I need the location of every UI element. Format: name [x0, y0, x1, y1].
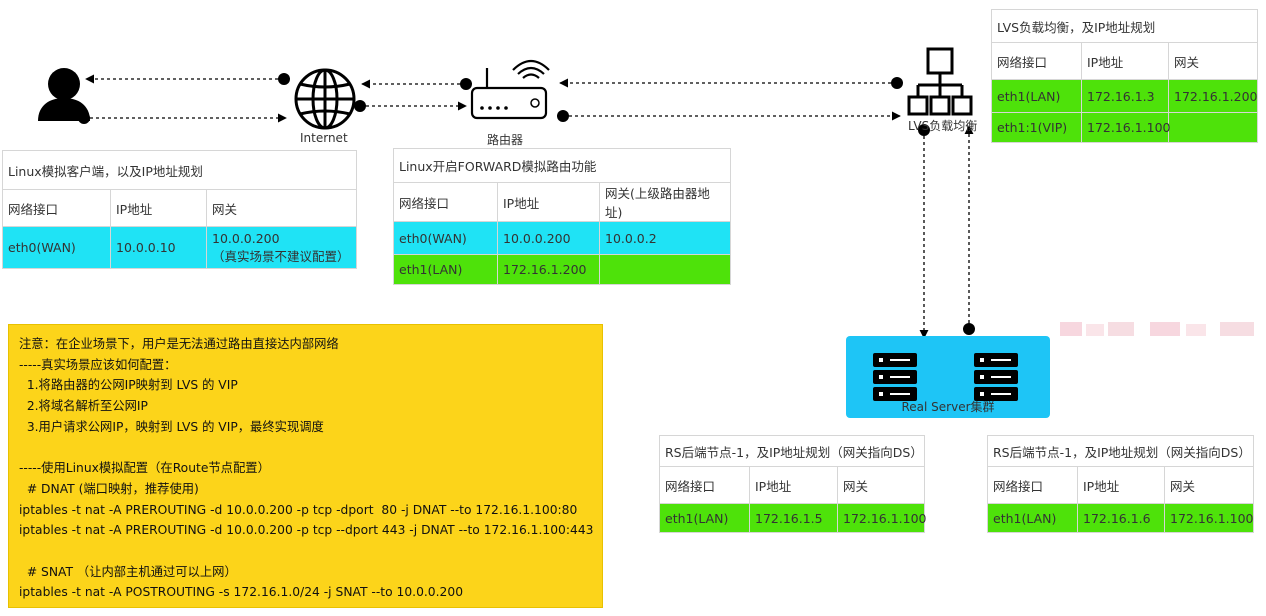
- rs-cluster-label: Real Server集群: [901, 400, 995, 414]
- ip-cell: 172.16.1.3: [1081, 79, 1169, 113]
- lvs-label: LVS负载均衡: [908, 119, 978, 133]
- iface-cell: eth1(LAN): [987, 503, 1078, 533]
- ip-cell: 172.16.1.100: [1081, 112, 1171, 143]
- note-line: 注意：在企业场景下，用户是无法通过路由直接达内部网络: [19, 337, 339, 351]
- server-icon: [873, 353, 917, 401]
- iface-cell: eth0(WAN): [393, 221, 498, 255]
- flow-user-internet-top: [85, 73, 290, 85]
- gateway-cell: 10.0.0.2: [598, 221, 732, 255]
- note-line: 2.将域名解析至公网IP: [19, 399, 148, 414]
- table-row: eth0(WAN) 10.0.0.10 10.0.0.200 （真实场景不建议配…: [2, 226, 358, 269]
- rs1-ip-table: RS后端节点-1，及IP地址规划（网关指向DS） 网络接口 IP地址 网关 et…: [659, 435, 927, 533]
- flow-internet-router-bottom: [354, 100, 467, 112]
- ip-cell: 172.16.1.6: [1077, 503, 1165, 533]
- note-line: iptables -t nat -A PREROUTING -d 10.0.0.…: [19, 502, 578, 517]
- iface-cell: eth1:1(VIP): [991, 112, 1082, 143]
- user-icon: [38, 68, 90, 121]
- table-title: LVS负载均衡，及IP地址规划: [991, 9, 1258, 43]
- internet-label: Internet: [300, 131, 348, 145]
- table-row: eth1:1(VIP) 172.16.1.100: [991, 112, 1258, 143]
- config-note: 注意：在企业场景下，用户是无法通过路由直接达内部网络 -----真实场景应该如何…: [8, 324, 603, 608]
- column-header: 网关: [837, 466, 925, 504]
- iface-cell: eth1(LAN): [659, 503, 750, 533]
- rs2-ip-table: RS后端节点-1，及IP地址规划（网关指向DS） 网络接口 IP地址 网关 et…: [987, 435, 1254, 533]
- note-line: [19, 437, 602, 458]
- server-icon: [974, 353, 1018, 401]
- client-ip-table: Linux模拟客户端，以及IP地址规划 网络接口 IP地址 网关 eth0(WA…: [1, 150, 358, 269]
- blurred-region: [1060, 322, 1254, 336]
- gateway-cell: [598, 254, 732, 285]
- gateway-cell: 172.16.1.200: [1168, 79, 1258, 113]
- column-header: 网关: [1168, 42, 1258, 80]
- table-title: Linux模拟客户端，以及IP地址规划: [1, 150, 358, 190]
- gateway-note: （真实场景不建议配置）: [212, 248, 350, 264]
- iface-cell: eth1(LAN): [991, 79, 1082, 113]
- network-icon: [907, 47, 973, 116]
- column-header: 网关: [205, 189, 358, 227]
- column-header: 网络接口: [991, 42, 1082, 80]
- column-header: IP地址: [749, 466, 838, 504]
- column-header: IP地址: [497, 182, 600, 222]
- column-header: IP地址: [110, 189, 207, 227]
- gateway-cell: 10.0.0.200 （真实场景不建议配置）: [205, 226, 358, 269]
- ip-cell: 172.16.1.200: [497, 254, 600, 285]
- column-header: 网关: [1164, 466, 1254, 504]
- table-title: RS后端节点-1，及IP地址规划（网关指向DS）: [659, 435, 925, 467]
- globe-icon: [294, 68, 356, 130]
- table-row: eth0(WAN) 10.0.0.200 10.0.0.2: [393, 221, 732, 255]
- flow-lvs-router-top: [559, 77, 903, 89]
- table-title: Linux开启FORWARD模拟路由功能: [392, 148, 732, 183]
- column-header: IP地址: [1081, 42, 1169, 80]
- ip-cell: 10.0.0.200: [497, 221, 600, 255]
- note-line: -----使用Linux模拟配置（在Route节点配置）: [19, 461, 270, 476]
- flow-rs-lvs-up: [963, 125, 975, 335]
- gateway-cell: 172.16.1.100: [1164, 503, 1254, 533]
- flow-router-lvs-bottom: [557, 110, 901, 122]
- column-header: 网络接口: [659, 466, 750, 504]
- flow-lvs-rs-down: [918, 124, 930, 339]
- iface-cell: eth0(WAN): [2, 226, 111, 269]
- ip-cell: 10.0.0.10: [110, 226, 207, 269]
- column-header: IP地址: [1077, 466, 1165, 504]
- note-line: [19, 541, 602, 562]
- note-line: -----真实场景应该如何配置：: [19, 357, 177, 372]
- note-line: 1.将路由器的公网IP映射到 LVS 的 VIP: [19, 378, 238, 393]
- flow-user-internet-bottom: [78, 112, 287, 124]
- flow-router-internet-top: [361, 78, 472, 90]
- router-icon: [470, 59, 550, 120]
- note-line: # DNAT (端口映射，推荐使用): [19, 481, 199, 496]
- note-line: iptables -t nat -A POSTROUTING -s 172.16…: [19, 585, 464, 600]
- note-line: iptables -t nat -A PREROUTING -d 10.0.0.…: [19, 523, 594, 538]
- real-server-cluster: Real Server集群: [846, 336, 1050, 418]
- column-header: 网络接口: [393, 182, 498, 222]
- table-row: eth1(LAN) 172.16.1.5 172.16.1.100: [659, 503, 927, 533]
- table-row: eth1(LAN) 172.16.1.200: [393, 254, 732, 285]
- table-row: eth1(LAN) 172.16.1.6 172.16.1.100: [987, 503, 1254, 533]
- gateway-value: 10.0.0.200: [212, 230, 280, 246]
- ip-cell: 172.16.1.5: [749, 503, 838, 533]
- column-header: 网络接口: [987, 466, 1078, 504]
- note-line: 3.用户请求公网IP，映射到 LVS 的 VIP，最终实现调度: [19, 419, 324, 434]
- iface-cell: eth1(LAN): [393, 254, 498, 285]
- note-line: # SNAT （让内部主机通过可以上网）: [19, 564, 237, 579]
- server-icons: [873, 353, 1018, 401]
- table-title: RS后端节点-1，及IP地址规划（网关指向DS）: [987, 435, 1254, 467]
- table-row: eth1(LAN) 172.16.1.3 172.16.1.200: [991, 79, 1258, 113]
- router-label: 路由器: [487, 133, 524, 147]
- column-header: 网关(上级路由器地址): [598, 182, 732, 222]
- column-header: 网络接口: [2, 189, 111, 227]
- gateway-cell: 172.16.1.100: [837, 503, 927, 533]
- router-ip-table: Linux开启FORWARD模拟路由功能 网络接口 IP地址 网关(上级路由器地…: [392, 148, 732, 285]
- gateway-cell: [1168, 112, 1258, 143]
- lvs-ip-table: LVS负载均衡，及IP地址规划 网络接口 IP地址 网关 eth1(LAN) 1…: [991, 9, 1258, 143]
